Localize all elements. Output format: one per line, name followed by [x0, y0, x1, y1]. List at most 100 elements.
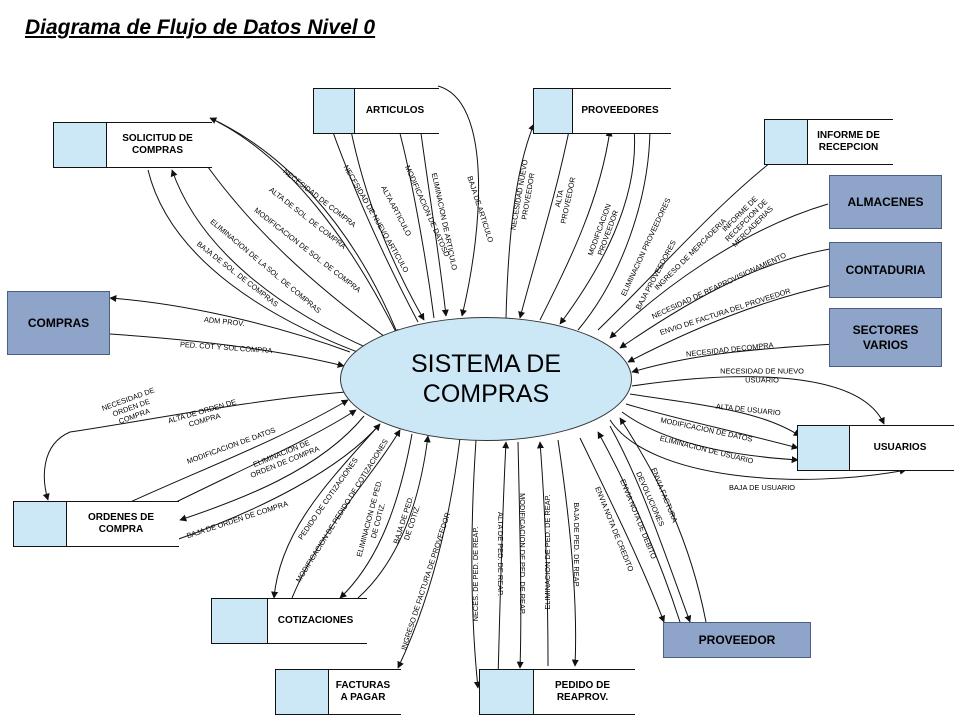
- flow-label-baja-de-ped-de-reap: BAJA DE PED. DE REAP.: [572, 502, 581, 587]
- flow-arrow-modificacion-de-datos-ord: [159, 409, 357, 511]
- store-ordenes: ORDENES DE COMPRA: [13, 500, 179, 548]
- store-label: USUARIOS: [873, 441, 927, 453]
- flow-arrow-baja-de-sol-de-compras: [147, 169, 369, 358]
- flow-label-alta-de-orden: ALTA DE ORDEN DECOMPRA: [167, 397, 240, 434]
- store-id-box: [313, 87, 355, 135]
- flow-arrow-necesidad-nuevo-proveedor: [505, 123, 535, 319]
- flow-label-alta-de-ped-de-reap: ALTA DE PED. DE REAP.: [496, 512, 505, 596]
- flow-arrow-ped-cot-y-sol-compra: [109, 333, 345, 368]
- flow-arrow-modificacion-de-datos-usr: [625, 403, 799, 450]
- flow-arrow-modificacion-de-datos-art: [396, 125, 435, 319]
- flow-label-eliminacion-de-ped-cot: ELIMINACION DE PED.DE COTIZ.: [355, 479, 393, 561]
- store-articulos: ARTICULOS: [313, 87, 439, 135]
- store-proveedores: PROVEEDORES: [533, 87, 671, 135]
- flow-arrow-pedido-de-cotizaciones: [271, 423, 381, 599]
- flow-arrow-alta-de-usuario: [629, 393, 801, 437]
- store-label: SOLICITUD DE COMPRAS: [122, 132, 193, 157]
- store-label: INFORME DE RECEPCION: [817, 129, 880, 154]
- flow-arrow-alta-de-ped-de-reap: [497, 441, 510, 681]
- store-solicitud: SOLICITUD DE COMPRAS: [53, 121, 212, 169]
- process-sistema-de-compras: SISTEMA DE COMPRAS: [340, 317, 632, 441]
- flow-label-informe-de-recepcion: INFORME DERECEPCION DEMERCADERIAS: [717, 191, 776, 250]
- flow-label-neces-de-ped-de-reap: NECES. DE PED. DE REAP.: [471, 527, 480, 622]
- flow-label-necesidad-de-orden: NECESIDAD DEORDEN DECOMPRA: [100, 385, 161, 429]
- flow-arrow-envia-nota-de-debito: [597, 431, 681, 623]
- flow-arrow-modificacion-proveedor: [539, 129, 613, 321]
- flow-label-baja-de-usuario: BAJA DE USUARIO: [729, 483, 795, 492]
- flow-arrow-baja-de-usuario: [609, 419, 907, 480]
- flow-label-baja-de-sol-de-compras: BAJA DE SOL. DE COMPRAS: [195, 239, 280, 308]
- flow-label-necesidad-de-compra: NECESIDAD DE COMPRA: [281, 167, 357, 230]
- flow-lines: [42, 85, 907, 689]
- flow-arrow-baja-proveedores: [577, 125, 654, 331]
- flow-arrow-alta-de-orden: [125, 399, 349, 505]
- flow-arrow-baja-de-ped-de-reap: [557, 439, 579, 667]
- store-id-box: [479, 668, 534, 716]
- flow-arrow-alta-de-sol-de-compra: [217, 121, 399, 337]
- flow-label-eliminacion-de-orden: ELIMINACION DEORDEN DE COMPRA: [246, 436, 321, 480]
- flow-arrow-alta-articulo: [349, 125, 425, 321]
- flow-arrow-baja-de-orden: [175, 423, 381, 541]
- flow-label-ped-cot-y-sol-compra: PED. COT Y SOL COMPRA: [180, 340, 273, 355]
- flow-arrow-envio-de-factura: [627, 283, 837, 363]
- flow-arrow-eliminacion-de-orden: [179, 415, 365, 522]
- entity-almacenes: ALMACENES: [829, 175, 942, 229]
- store-label: PROVEEDORES: [581, 104, 659, 116]
- store-label: ARTICULOS: [365, 104, 425, 116]
- flow-arrow-envia-nota-de-credito: [579, 437, 665, 623]
- flow-arrow-necesidad-de-reaprovisionamiento: [619, 247, 837, 349]
- flow-arrow-baja-de-articulo: [437, 85, 480, 317]
- store-id-box: [53, 121, 107, 169]
- store-id-box: [797, 424, 850, 472]
- entity-contaduria: CONTADURIA: [829, 242, 942, 298]
- flow-label-envio-de-factura: ENVIO DE FACTURA DEL PROVEEDOR: [659, 286, 792, 337]
- store-id-box: [533, 87, 573, 135]
- store-cotizaciones: COTIZACIONES: [211, 597, 367, 645]
- store-facturas: FACTURAS A PAGAR: [275, 668, 401, 716]
- store-label: PEDIDO DE REAPROV.: [554, 679, 610, 704]
- store-id-box: [13, 500, 67, 548]
- flow-label-modificacion-proveedor: MODIFICACIONPROVEEDOR: [586, 202, 622, 259]
- flow-arrow-eliminacion-de-ped-de-reap: [536, 441, 549, 667]
- flow-arrow-eliminacion-de-la-sol-de-compras: [170, 169, 373, 351]
- flow-arrow-envia-factura: [619, 417, 707, 623]
- flow-label-modificacion-de-ped-de-reap: MODIFICACION DE PED. DE REAP.: [518, 493, 527, 615]
- flow-arrow-ingreso-de-factura: [397, 437, 461, 669]
- flow-label-adm-prov: ADM PROV.: [204, 315, 246, 328]
- store-id-box: [211, 597, 268, 645]
- flow-arrow-alta-proveedor: [518, 125, 571, 319]
- flow-arrow-necesidad-de-orden: [42, 391, 347, 501]
- entity-proveedor: PROVEEDOR: [663, 622, 811, 658]
- entity-sectores: SECTORES VARIOS: [829, 308, 942, 367]
- store-informe: INFORME DE RECEPCION: [764, 118, 893, 166]
- flow-label-baja-de-orden: BAJA DE ORDEN DE COMPRA: [185, 499, 289, 540]
- flow-arrow-eliminacion-de-articulo: [419, 125, 449, 317]
- flow-arrow-informe-de-recepcion: [597, 151, 785, 331]
- flow-arrow-baja-de-ped-de-cotiz: [357, 435, 431, 599]
- flow-arrow-neces-de-ped-de-reap: [471, 439, 481, 689]
- flow-arrow-devoluciones: [609, 425, 692, 623]
- flow-arrow-necesidad-de-nuevo-usuario: [631, 376, 885, 425]
- flow-label-alta-proveedor: ALTAPROVEEDOR: [550, 175, 577, 225]
- store-id-box: [764, 118, 808, 166]
- flow-label-eliminacion-de-ped-de-reap: ELIMINACION DE PED. DE REAP.: [543, 494, 552, 609]
- store-label: COTIZACIONES: [277, 614, 354, 626]
- store-label: FACTURAS A PAGAR: [335, 679, 391, 704]
- flow-arrow-necesidad-decompra: [631, 343, 837, 374]
- flow-label-necesidad-decompra: NECESIDAD DECOMPRA: [686, 340, 774, 358]
- store-label: ORDENES DE COMPRA: [87, 511, 155, 536]
- flow-label-baja-de-articulo: BAJA DE ARTICULO: [465, 175, 495, 244]
- flow-arrow-modificacion-de-sol-de-compra: [195, 149, 393, 343]
- store-usuarios: USUARIOS: [797, 424, 954, 472]
- flow-arrow-eliminacion-de-ped-cot: [339, 433, 413, 599]
- flow-label-baja-de-ped-de-cotiz: BAJA DE PED.DE COTIZ.: [391, 495, 423, 548]
- flow-arrow-modificacion-de-ped-de-reap: [516, 441, 524, 669]
- flow-arrow-modificacion-de-pedido: [291, 429, 401, 599]
- diagram-title: Diagrama de Flujo de Datos Nivel 0: [25, 16, 376, 39]
- flow-arrow-necesidad-de-nuevo-articulo: [328, 123, 419, 323]
- flow-arrow-eliminacion-proveedores: [559, 127, 636, 325]
- flow-arrow-adm-prov: [109, 295, 351, 353]
- entity-compras: COMPRAS: [7, 291, 110, 355]
